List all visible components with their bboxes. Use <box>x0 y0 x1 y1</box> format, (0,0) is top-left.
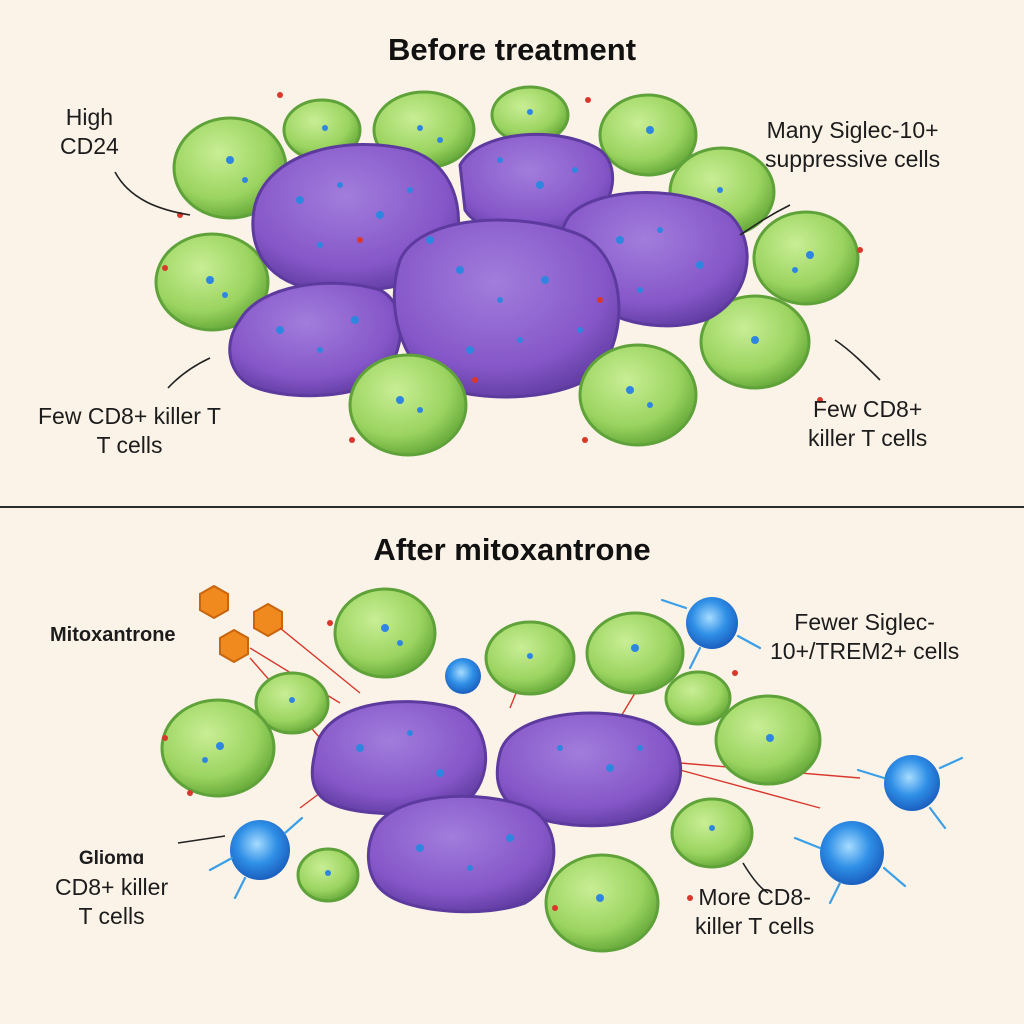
red-speckles <box>162 620 738 911</box>
label-line: 10+/TREM2+ cells <box>770 638 960 664</box>
leader-more-cd8 <box>742 862 769 894</box>
suppressive-cell <box>578 343 698 447</box>
label-line: CD24 <box>60 133 119 159</box>
label-line: CD8+ killer <box>55 874 169 900</box>
mitoxantrone-molecules <box>199 584 283 664</box>
suppressive-cell <box>664 670 732 726</box>
t-cell <box>230 820 290 880</box>
suppressive-cell <box>752 210 860 306</box>
after-scene <box>160 584 964 953</box>
leader-few-left <box>167 357 211 389</box>
label-more-cd8: More CD8- killer T cells <box>695 883 814 941</box>
leader-siglec <box>739 204 791 236</box>
label-line: High <box>65 104 114 130</box>
label-line: T cells <box>78 903 145 929</box>
label-high-cd24: High CD24 <box>60 103 119 161</box>
suppressive-cell <box>585 611 685 695</box>
drug-hexagon-icon <box>253 602 283 638</box>
label-siglec-suppressive: Many Siglec-10+ suppressive cells <box>765 116 940 174</box>
t-cell-pseudopods <box>208 598 964 905</box>
label-line: Gliomɑ <box>78 848 145 869</box>
cd24-speckles <box>202 624 774 902</box>
suppressive-cell <box>598 93 698 177</box>
leader-glioma <box>177 835 226 844</box>
label-line: More CD8- <box>698 884 811 910</box>
label-line: T cells <box>96 432 163 458</box>
label-line: Few CD8+ <box>813 396 923 422</box>
suppressive-cells <box>154 85 860 390</box>
label-line: Few CD8+ killer T <box>38 403 221 429</box>
suppressive-cell <box>348 353 468 457</box>
before-title: Before treatment <box>387 32 637 67</box>
after-mitoxantrone-panel: After mitoxantrone Mitoxantrone Fewer Si… <box>0 508 1024 1024</box>
tumor-masses <box>310 700 683 914</box>
tumor-cell <box>366 794 556 914</box>
t-cell <box>820 821 884 885</box>
label-few-cd8-left: Few CD8+ killer T T cells <box>38 402 221 460</box>
label-line: suppressive cells <box>765 146 941 172</box>
leader-high-cd24 <box>114 171 191 216</box>
cd24-speckles <box>206 109 814 413</box>
t-cell <box>445 658 481 694</box>
label-mitoxantrone: Mitoxantrone <box>50 624 176 646</box>
suppressive-cell <box>333 587 437 679</box>
label-glioma-cd8: Gliomɑ CD8+ killer T cells <box>55 844 168 931</box>
leader-few-right <box>834 339 881 381</box>
leader-lines <box>177 835 769 894</box>
label-fewer-siglec: Fewer Siglec- 10+/TREM2+ cells <box>770 608 959 666</box>
before-scene <box>114 85 881 457</box>
drug-hexagon-icon <box>219 628 249 664</box>
label-line: Many Siglec-10+ <box>766 117 939 143</box>
label-line: killer T cells <box>808 425 928 451</box>
tumor-cell <box>310 700 488 816</box>
drug-hexagon-icon <box>199 584 229 620</box>
t-cell <box>686 597 738 649</box>
t-cell <box>884 755 940 811</box>
label-line: killer T cells <box>695 913 815 939</box>
suppressive-cells-front <box>348 343 698 457</box>
cd8-t-cells <box>230 597 940 885</box>
suppressive-cell <box>670 797 754 869</box>
leader-lines <box>114 171 881 389</box>
suppressive-cell <box>544 853 660 953</box>
label-few-cd8-right: Few CD8+ killer T cells <box>808 395 927 453</box>
label-line: Fewer Siglec- <box>794 609 935 635</box>
before-treatment-panel: Before treatment High CD24 Many Siglec-1… <box>0 0 1024 508</box>
after-title: After mitoxantrone <box>373 532 651 567</box>
